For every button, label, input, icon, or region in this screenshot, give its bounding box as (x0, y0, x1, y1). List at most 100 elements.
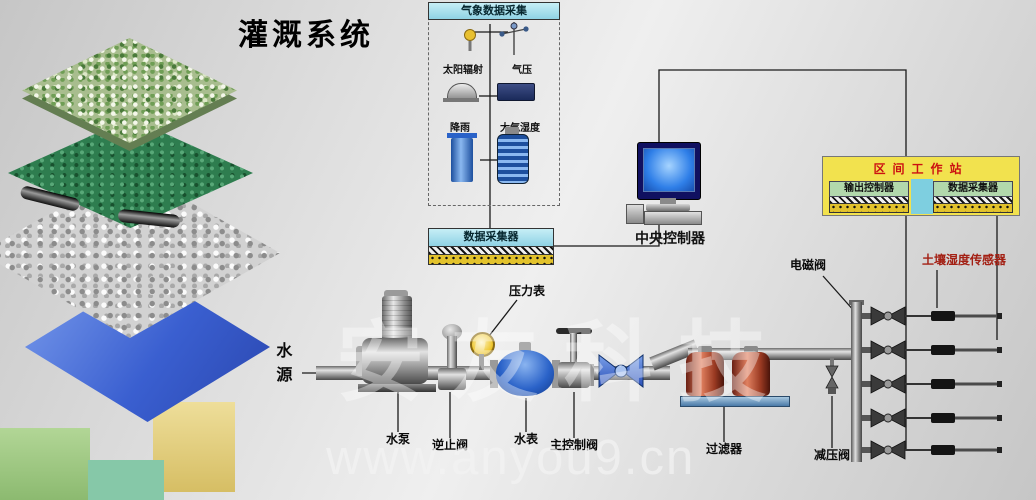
soil-sensor-probe (955, 416, 997, 420)
air-pressure-label: 气压 (512, 65, 532, 76)
water-meter (490, 342, 560, 398)
workstation-collector-hatch (933, 197, 1013, 204)
pressure-sensor-icon (497, 83, 535, 101)
water-source-label: 水源 (273, 342, 291, 390)
soil-sensor-body (931, 345, 955, 355)
pump-body (362, 338, 428, 384)
solenoid-valve-label: 电磁阀 (789, 258, 826, 272)
output-controller-label: 输出控制器 (829, 181, 909, 197)
solenoid-valve-branch (862, 440, 1002, 460)
filter-canister-2 (732, 352, 770, 396)
solenoid-valve-branch (862, 306, 1002, 326)
district-workstation: 区间工作站 输出控制器 数据采集器 (822, 156, 1020, 216)
humidity-sensor-cap (505, 127, 519, 134)
main-control-valve (554, 328, 594, 392)
gauge-stem (479, 354, 484, 370)
central-controller-label: 中央控制器 (635, 230, 705, 246)
valve-manifold (849, 300, 1002, 462)
workstation-collector-label: 数据采集器 (933, 181, 1013, 197)
data-collector: 数据采集器 (428, 228, 554, 265)
solenoid-pointer-line (822, 275, 856, 313)
filter-canister-1 (686, 352, 724, 396)
humidity-label: 大气湿度 (500, 123, 540, 134)
weather-mast-icon (499, 22, 529, 55)
soil-sensor-probe (955, 382, 997, 386)
gate-valve-icon (598, 353, 644, 389)
meter-cap (519, 342, 531, 352)
soil-sensor-body (931, 445, 955, 455)
rain-gauge-lip (447, 133, 477, 138)
solar-sensor-icon (464, 29, 476, 51)
filter-cap-1 (698, 346, 712, 354)
meter-flange-left (490, 360, 498, 388)
pressure-gauge-label: 压力表 (508, 284, 545, 298)
pump-label: 水泵 (385, 432, 410, 446)
turf-cross-section (0, 0, 290, 500)
pump-motor-cap (384, 290, 408, 298)
soil-sensor-probe (955, 448, 997, 452)
valve-handwheel (556, 328, 592, 334)
solenoid-valve-branch (862, 408, 1002, 428)
water-meter-label: 水表 (513, 432, 538, 446)
output-controller-hatch (829, 197, 909, 204)
output-controller-module: 输出控制器 (829, 181, 909, 213)
base-block-green (0, 428, 90, 500)
central-controller: 中央控制器 (614, 140, 726, 250)
solar-radiation-label: 太阳辐射 (443, 65, 483, 76)
soil-sensor-probe (955, 314, 997, 318)
water-pump (356, 288, 438, 394)
solenoid-valve-branch (862, 374, 1002, 394)
main-control-valve-label: 主控制阀 (549, 438, 598, 452)
base-block-yellow (153, 402, 235, 492)
controller-to-workstation-line (658, 69, 907, 156)
pump-inlet-flange (356, 346, 366, 376)
soil-sensor-body (931, 311, 955, 321)
workstation-collector-dots (933, 204, 1013, 213)
valve-flange-left (554, 364, 560, 386)
manifold-pipe (851, 302, 862, 462)
meter-body (496, 350, 554, 396)
output-controller-dots (829, 204, 909, 213)
pyranometer-base (443, 98, 479, 102)
soil-moisture-sensor-label: 土壤湿度传感器 (921, 253, 1006, 267)
check-valve-body (438, 368, 466, 390)
weather-station-panel: 气象数据采集 太阳辐射 气压 降雨 大气湿度 (428, 2, 560, 206)
workstation-cyan-stripe (911, 179, 933, 214)
filter-base (680, 396, 790, 407)
monitor-screen (643, 148, 695, 192)
valve-body (558, 362, 590, 388)
soil-sensor-body (931, 379, 955, 389)
check-valve-label: 逆止阀 (431, 438, 468, 452)
main-pipe-upper (688, 348, 858, 360)
collector-to-controller-line (554, 225, 660, 247)
data-collector-label: 数据采集器 (428, 228, 554, 247)
data-collector-dots (428, 255, 554, 265)
gauge-pointer-line (488, 299, 518, 337)
rain-gauge-icon (451, 138, 473, 182)
page-title: 灌溉系统 (238, 19, 374, 52)
pump-platform (358, 384, 436, 392)
filter-label: 过滤器 (705, 442, 742, 456)
check-valve-stem (447, 336, 457, 370)
weather-station-title: 气象数据采集 (428, 2, 560, 20)
valve-flange-right (588, 364, 594, 386)
soil-sensor-body (931, 413, 955, 423)
monitor-stand (660, 198, 676, 204)
monitor-base (646, 204, 690, 211)
valve-stem (570, 333, 577, 363)
rainfall-label: 降雨 (450, 123, 470, 134)
check-valve (436, 324, 468, 394)
pressure-reducing-valve-label: 减压阀 (813, 448, 850, 462)
pressure-reducing-valve-icon (825, 358, 839, 394)
pump-motor (382, 296, 412, 342)
data-collector-hatch (428, 247, 554, 255)
pressure-gauge (468, 332, 496, 382)
filter-unit (680, 344, 790, 407)
base-block-teal (88, 460, 164, 500)
cpu-box (626, 204, 644, 224)
workstation-collector-module: 数据采集器 (933, 181, 1013, 213)
workstation-title: 区间工作站 (873, 162, 969, 176)
keyboard (644, 211, 702, 225)
